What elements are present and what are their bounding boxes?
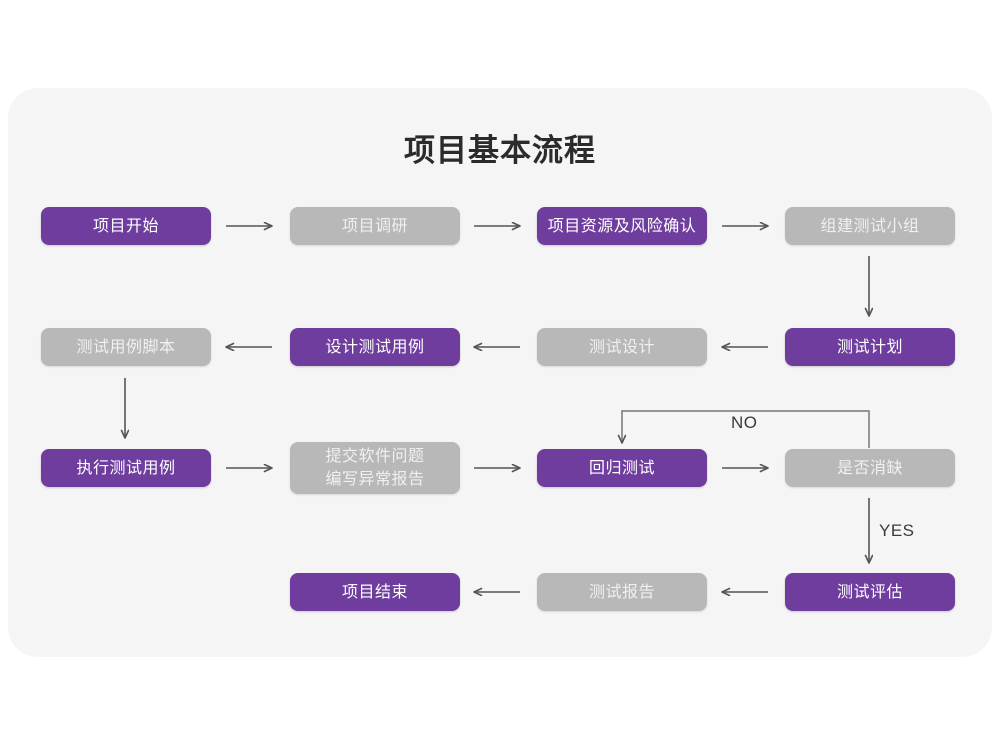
node-test-case-script[interactable]: 测试用例脚本 bbox=[41, 328, 211, 366]
node-regression-test[interactable]: 回归测试 bbox=[537, 449, 707, 487]
node-test-plan[interactable]: 测试计划 bbox=[785, 328, 955, 366]
node-project-start[interactable]: 项目开始 bbox=[41, 207, 211, 245]
node-design-test-cases[interactable]: 设计测试用例 bbox=[290, 328, 460, 366]
node-execute-test-cases[interactable]: 执行测试用例 bbox=[41, 449, 211, 487]
flowchart-card bbox=[8, 88, 992, 657]
edge-label-yes: YES bbox=[879, 521, 915, 540]
node-test-report[interactable]: 测试报告 bbox=[537, 573, 707, 611]
edge-label-no: NO bbox=[731, 413, 758, 432]
node-defects-cleared[interactable]: 是否消缺 bbox=[785, 449, 955, 487]
node-resource-risk-confirm[interactable]: 项目资源及风险确认 bbox=[537, 207, 707, 245]
node-project-research[interactable]: 项目调研 bbox=[290, 207, 460, 245]
node-test-design[interactable]: 测试设计 bbox=[537, 328, 707, 366]
node-project-end[interactable]: 项目结束 bbox=[290, 573, 460, 611]
page-title: 项目基本流程 bbox=[404, 133, 596, 168]
node-submit-issues-write-report[interactable]: 提交软件问题 编写异常报告 bbox=[290, 442, 460, 494]
node-form-test-team[interactable]: 组建测试小组 bbox=[785, 207, 955, 245]
node-test-evaluation[interactable]: 测试评估 bbox=[785, 573, 955, 611]
